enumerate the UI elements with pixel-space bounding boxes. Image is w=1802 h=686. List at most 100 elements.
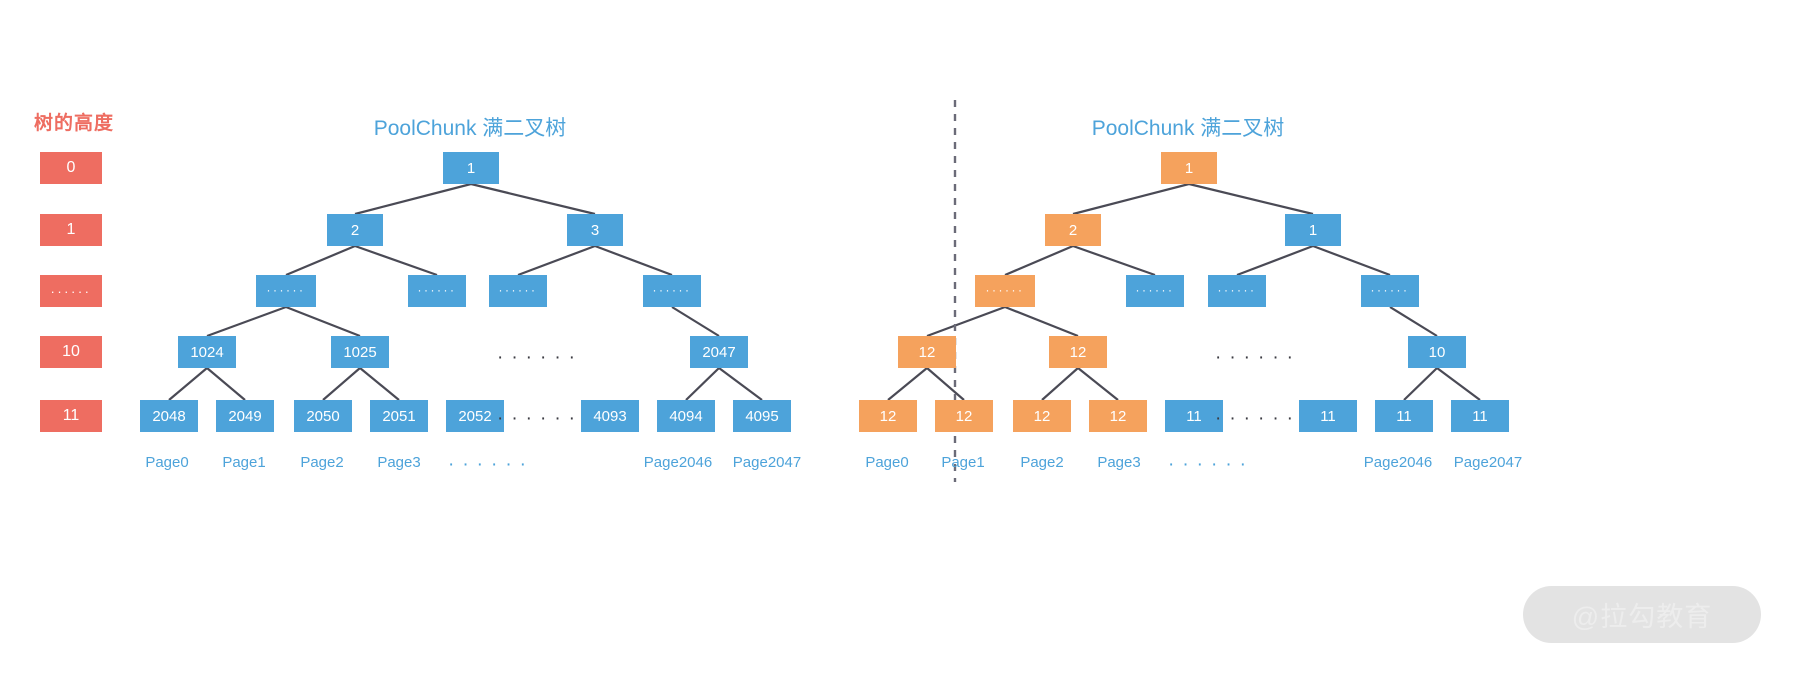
left-tree-edge xyxy=(594,244,673,277)
left-tree-page-label-page2047: Page2047 xyxy=(732,454,802,471)
right-tree-node-l11-d: 12 xyxy=(1089,400,1147,432)
left-tree-node-root: 1 xyxy=(443,152,499,184)
left-tree-edge xyxy=(517,244,596,277)
left-tree-node-l10-1024: 1024 xyxy=(178,336,236,368)
left-tree-edge xyxy=(685,367,720,401)
legend-level-0: 0 xyxy=(40,152,102,184)
left-tree-node-l2-b: ······ xyxy=(408,275,466,307)
right-tree-node-root: 1 xyxy=(1161,152,1217,184)
left-tree-edge xyxy=(285,244,356,277)
right-tree-node-l1-left: 2 xyxy=(1045,214,1101,246)
left-tree-node-l2-a: ······ xyxy=(256,275,316,307)
left-tree-edge xyxy=(359,367,400,401)
right-tree-node-l11-a: 12 xyxy=(859,400,917,432)
right-tree-edge xyxy=(1436,367,1481,401)
right-tree-page-label-page0: Page0 xyxy=(865,454,909,471)
right-tree-edge xyxy=(926,305,1006,338)
right-tree-edge xyxy=(1072,244,1156,277)
legend-title: 树的高度 xyxy=(34,113,115,134)
right-tree-page-label-page2047: Page2047 xyxy=(1453,454,1523,471)
right-tree-edge xyxy=(1188,182,1314,216)
left-tree-edge xyxy=(322,367,361,401)
left-tree-node-l11-2049: 2049 xyxy=(216,400,274,432)
right-tree-node-l2-a: ······ xyxy=(975,275,1035,307)
right-tree-node-l11-b: 12 xyxy=(935,400,993,432)
left-tree-ellipsis-mid-gap-level11: ······ xyxy=(497,408,583,429)
watermark-text: @拉勾教育 xyxy=(1571,602,1713,632)
left-tree-node-l1-right: 3 xyxy=(567,214,623,246)
legend-level-4: 11 xyxy=(40,400,102,432)
left-tree-ellipsis-mid-gap-level10: ······ xyxy=(497,347,583,368)
right-tree-edge xyxy=(1403,367,1438,401)
left-tree-edge xyxy=(354,244,438,277)
right-tree-edge xyxy=(1389,306,1438,337)
right-tree-edge xyxy=(1072,182,1190,216)
left-tree-edge xyxy=(470,182,596,216)
right-tree-node-l1-right: 1 xyxy=(1285,214,1341,246)
right-tree-node-l10-a: 12 xyxy=(898,336,956,368)
right-tree-node-l11-g: 11 xyxy=(1375,400,1433,432)
ellipsis-glyph: ······ xyxy=(1370,283,1410,297)
right-tree-edge xyxy=(1312,244,1391,277)
left-tree-page-label-page0: Page0 xyxy=(145,454,189,471)
left-tree-edge xyxy=(354,182,472,216)
left-tree-node-l11-2051: 2051 xyxy=(370,400,428,432)
left-tree-node-l11-4095: 4095 xyxy=(733,400,791,432)
left-tree-ellipsis-page-gap: ······ xyxy=(448,454,534,475)
left-tree-node-l11-4094: 4094 xyxy=(657,400,715,432)
left-tree-node-l11-2050: 2050 xyxy=(294,400,352,432)
right-tree-edge xyxy=(1236,244,1314,277)
legend-level-2: ······ xyxy=(40,275,102,307)
left-tree-node-l11-2048: 2048 xyxy=(140,400,198,432)
left-tree-node-l11-2052: 2052 xyxy=(446,400,504,432)
ellipsis-glyph: ······ xyxy=(266,283,306,297)
right-tree-page-label-page1: Page1 xyxy=(941,454,985,471)
left-tree-page-label-page2: Page2 xyxy=(300,454,344,471)
right-tree-edge xyxy=(1004,244,1074,277)
left-tree-edge xyxy=(718,367,763,401)
right-tree-title: PoolChunk 满二叉树 xyxy=(1091,117,1285,140)
right-tree-edge xyxy=(926,367,965,401)
right-tree-node-l11-e: 11 xyxy=(1165,400,1223,432)
legend-level-3: 10 xyxy=(40,336,102,368)
right-tree-page-label-page2046: Page2046 xyxy=(1363,454,1433,471)
left-tree-title: PoolChunk 满二叉树 xyxy=(373,117,567,140)
ellipsis-glyph: ······ xyxy=(498,283,538,297)
right-tree-node-l11-c: 12 xyxy=(1013,400,1071,432)
left-tree-node-l2-c: ······ xyxy=(489,275,547,307)
right-tree-edge xyxy=(887,367,928,401)
ellipsis-glyph: ······ xyxy=(985,283,1025,297)
left-tree-edge xyxy=(206,305,287,338)
left-tree-edge xyxy=(206,367,246,401)
left-tree-page-label-page2046: Page2046 xyxy=(643,454,713,471)
right-tree-page-label-page3: Page3 xyxy=(1097,454,1141,471)
left-tree-node-l10-2047: 2047 xyxy=(690,336,748,368)
right-tree-ellipsis-mid-gap-level11: ······ xyxy=(1215,408,1301,429)
legend-level-1: 1 xyxy=(40,214,102,246)
right-tree-edge xyxy=(1041,367,1079,401)
right-tree-edge xyxy=(1077,367,1119,401)
ellipsis-glyph: ······ xyxy=(1135,283,1175,297)
ellipsis-glyph: ······ xyxy=(1217,283,1257,297)
right-tree-node-l2-d: ······ xyxy=(1361,275,1419,307)
left-tree-node-l1-left: 2 xyxy=(327,214,383,246)
left-tree-page-label-page3: Page3 xyxy=(377,454,421,471)
left-tree-edge xyxy=(671,306,720,337)
right-tree-edge xyxy=(1004,305,1079,338)
left-tree-node-l10-1025: 1025 xyxy=(331,336,389,368)
right-tree-node-l2-c: ······ xyxy=(1208,275,1266,307)
right-tree-page-label-page2: Page2 xyxy=(1020,454,1064,471)
left-tree-node-l2-d: ······ xyxy=(643,275,701,307)
left-tree-edge xyxy=(168,367,208,401)
right-tree-node-l2-b: ······ xyxy=(1126,275,1184,307)
right-tree-ellipsis-page-gap: ······ xyxy=(1168,454,1254,475)
watermark: @拉勾教育 xyxy=(1523,586,1761,643)
left-tree-edge xyxy=(285,305,361,338)
right-tree-node-l11-f: 11 xyxy=(1299,400,1357,432)
right-tree-node-l10-b: 12 xyxy=(1049,336,1107,368)
left-tree-node-l11-4093: 4093 xyxy=(581,400,639,432)
ellipsis-glyph: ······ xyxy=(652,283,692,297)
right-tree-ellipsis-mid-gap-level10: ······ xyxy=(1215,347,1301,368)
ellipsis-glyph: ······ xyxy=(417,283,457,297)
